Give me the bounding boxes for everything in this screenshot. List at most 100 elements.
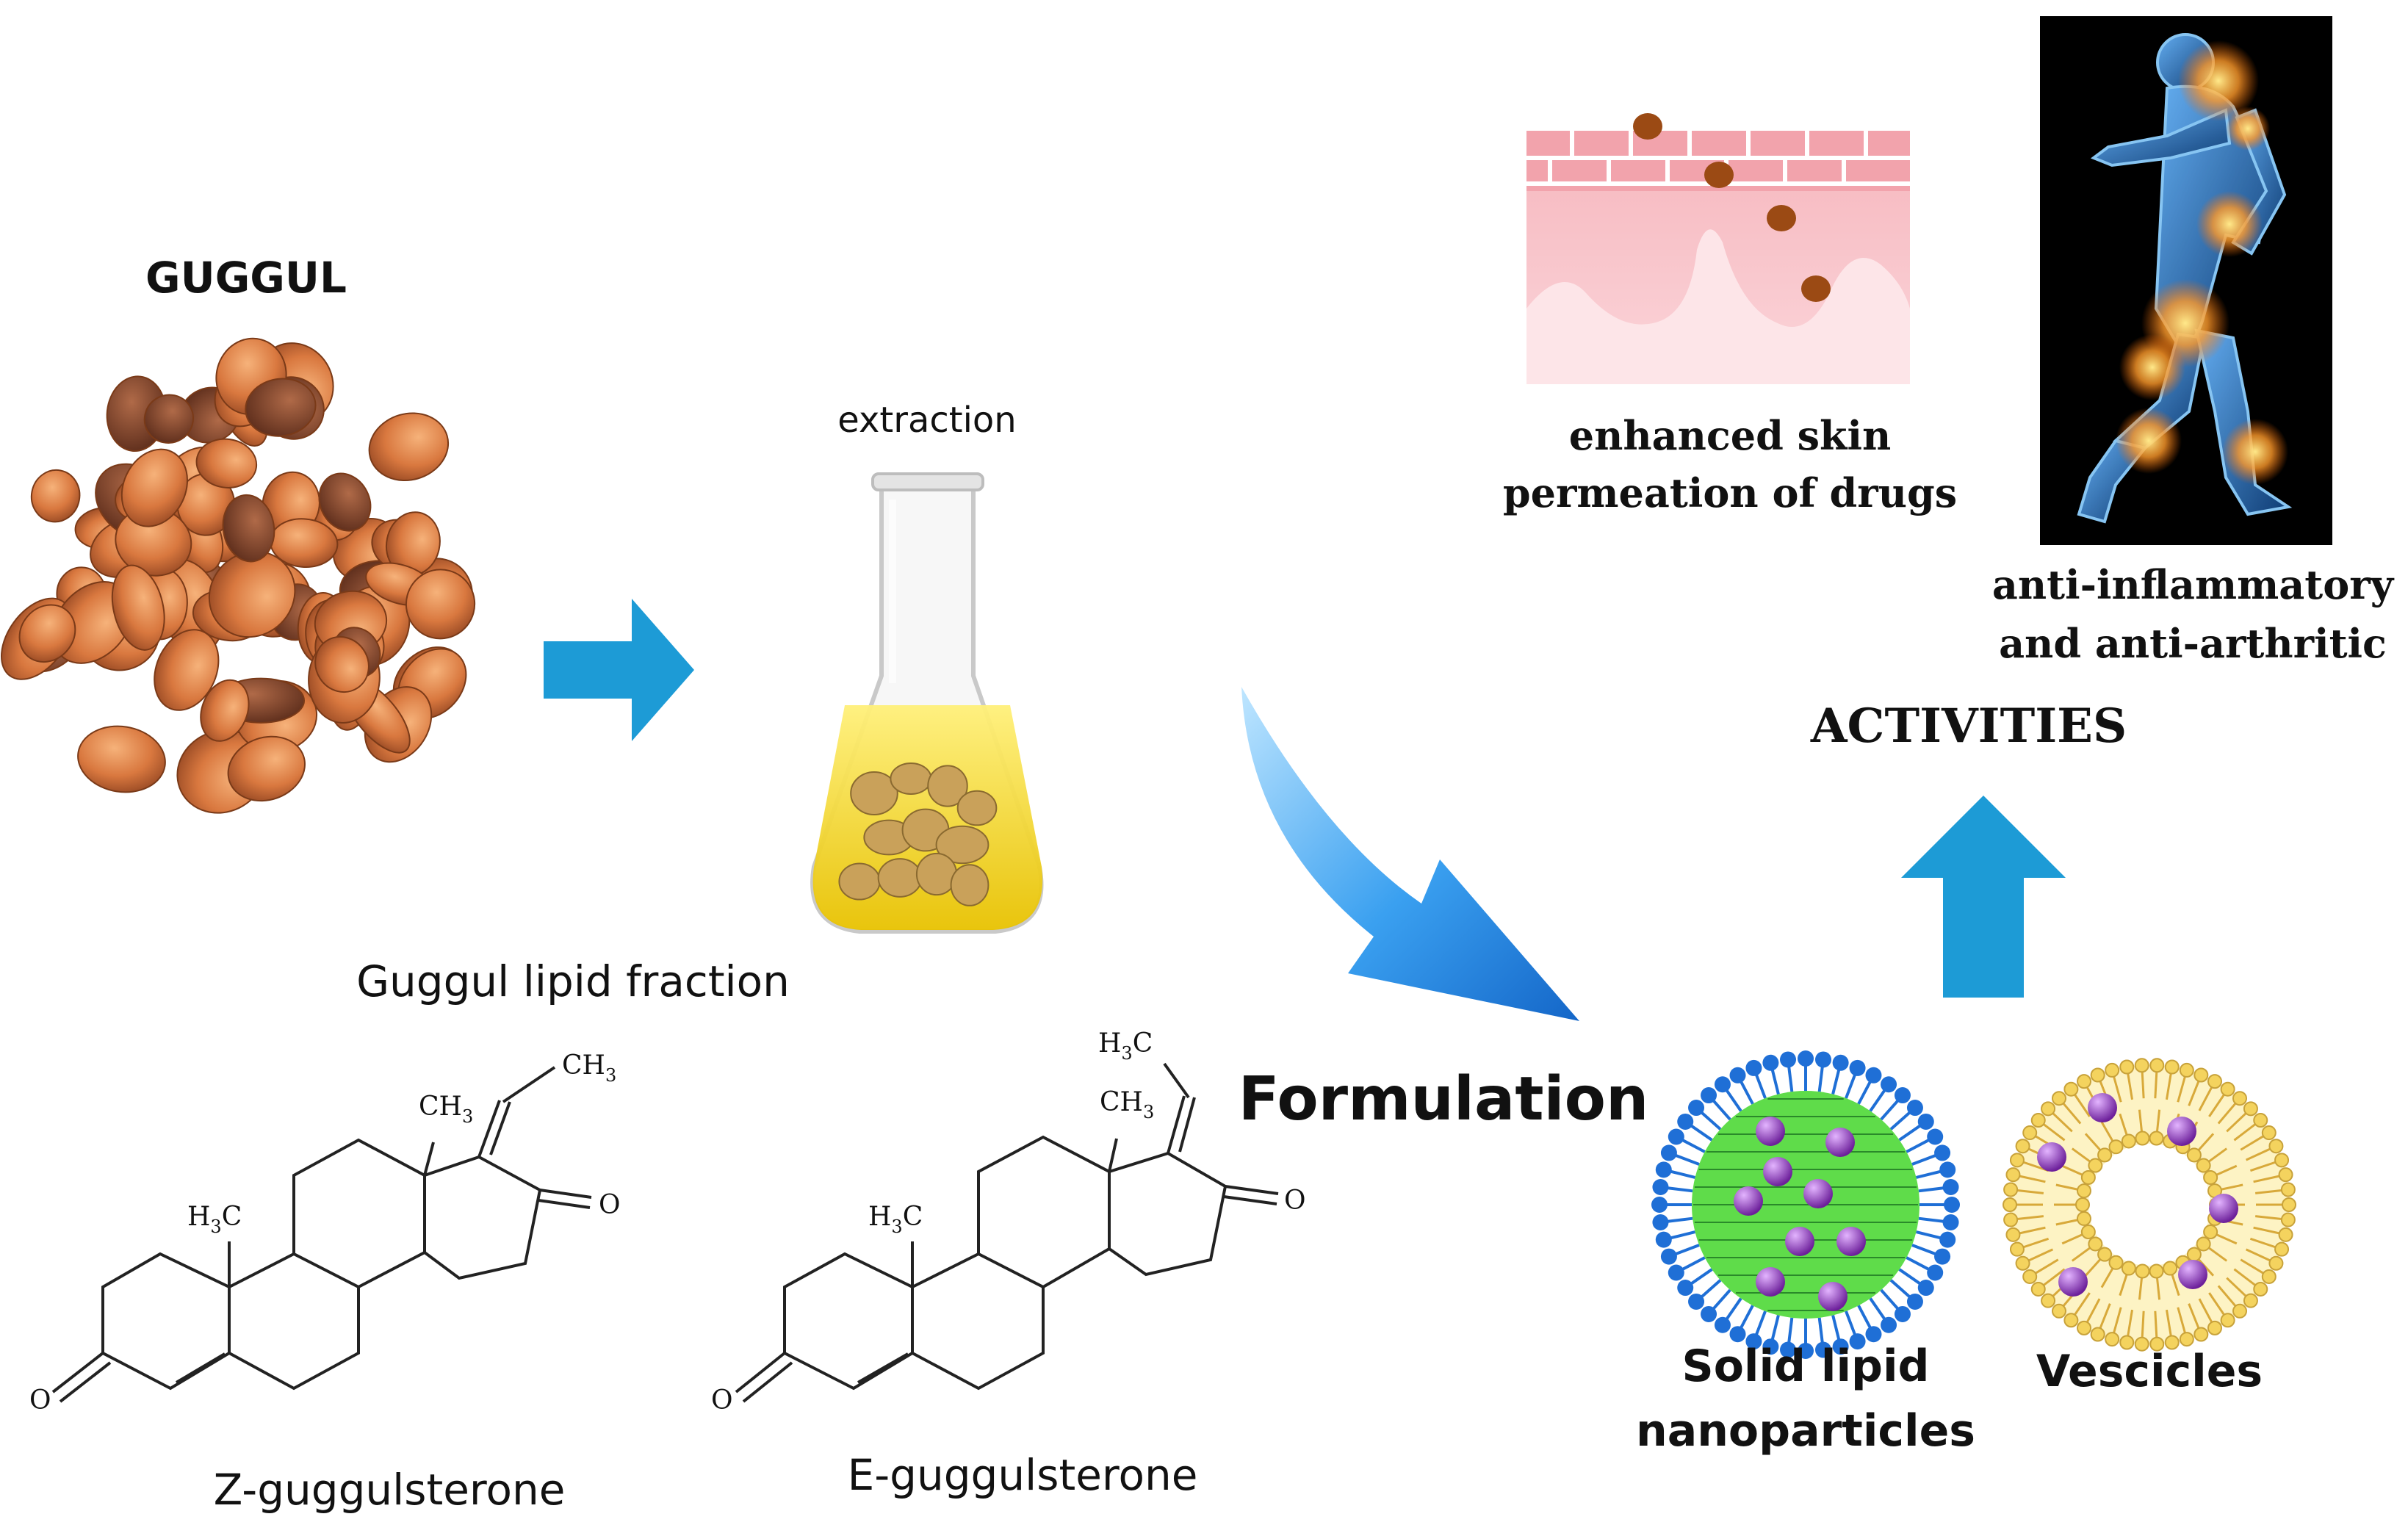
vesicle-head xyxy=(2076,1183,2091,1199)
flask-resin-piece xyxy=(877,858,923,898)
lipid-head xyxy=(1798,1050,1814,1067)
vesicle-tail xyxy=(2141,1071,2145,1099)
resin-piece xyxy=(405,569,476,640)
vesicle-head xyxy=(2261,1125,2277,1141)
lipid-tail xyxy=(1857,1305,1872,1330)
lipid-tail xyxy=(1869,1297,1886,1321)
drug-molecule xyxy=(2209,1194,2238,1223)
flask-icon xyxy=(810,472,1044,934)
svg-text:CH3: CH3 xyxy=(562,1050,616,1086)
vesicle-head xyxy=(2196,1158,2211,1173)
svg-text:O: O xyxy=(29,1385,51,1416)
vesicle-head xyxy=(2030,1113,2046,1128)
vesicle-tail xyxy=(2165,1309,2172,1337)
lipid-head xyxy=(1688,1293,1705,1310)
vesicle-head xyxy=(2051,1303,2066,1319)
lipid-head xyxy=(1939,1161,1956,1178)
vesicle-head xyxy=(2163,1261,2178,1276)
lipid-tail xyxy=(1898,1124,1922,1142)
vesicle-head xyxy=(2282,1197,2296,1212)
vesicle-head xyxy=(2179,1062,2194,1078)
lipid-head xyxy=(1934,1248,1951,1265)
lipid-tail xyxy=(1681,1138,1706,1153)
activities-label: ACTIVITIES xyxy=(1810,699,2127,754)
vesicles-label: Vescicles xyxy=(2036,1346,2263,1397)
lipid-head xyxy=(1939,1231,1956,1248)
lipid-head xyxy=(1677,1280,1694,1297)
vesicle-tail xyxy=(2198,1086,2213,1111)
inflam-label-line2: and anti-arthritic xyxy=(1999,620,2387,667)
lipid-head xyxy=(1927,1264,1944,1281)
lipid-head xyxy=(1942,1179,1959,1196)
lipid-tail xyxy=(1880,1288,1900,1310)
vesicle-head xyxy=(2105,1062,2120,1078)
vesicle-head xyxy=(2005,1167,2021,1183)
lipid-head xyxy=(1660,1144,1677,1161)
skin-icon xyxy=(1526,113,1910,384)
drug-molecule xyxy=(1825,1128,1855,1157)
flask-resin-piece xyxy=(850,771,898,816)
vesicle-tail xyxy=(2240,1134,2265,1151)
vesicle-head xyxy=(2080,1225,2096,1240)
resin-piece xyxy=(368,412,450,482)
lipid-head xyxy=(1677,1113,1694,1130)
lipid-head xyxy=(1780,1341,1797,1358)
sln-label-line1: Solid lipid xyxy=(1681,1341,1929,1392)
vesicle-head xyxy=(2261,1269,2277,1284)
resin-piece xyxy=(77,725,166,793)
vesicle-head xyxy=(2203,1169,2218,1185)
vesicle-tail xyxy=(2245,1248,2271,1262)
vesicle-head xyxy=(2149,1131,2164,1146)
vesicle-tail xyxy=(2249,1237,2277,1249)
vesicle-tail xyxy=(2034,1258,2059,1275)
vesicle-tail xyxy=(2018,1175,2046,1183)
svg-text:O: O xyxy=(599,1190,621,1220)
e-guggulsterone-label: E-guggulsterone xyxy=(848,1450,1198,1500)
vesicle-head xyxy=(2193,1067,2209,1083)
lipid-head xyxy=(1865,1067,1882,1084)
inflam-label-line1: anti-inflammatory xyxy=(1992,561,2395,608)
vesicle-head xyxy=(2088,1158,2103,1173)
lipid-tail xyxy=(1787,1066,1794,1092)
z-guggulsterone-structure xyxy=(51,1066,592,1403)
drug-molecule xyxy=(1785,1227,1814,1256)
lipid-head xyxy=(1652,1179,1669,1196)
vesicle-head xyxy=(2193,1327,2209,1342)
vesicle-tail xyxy=(2253,1226,2281,1235)
vesicle-tail xyxy=(2042,1122,2066,1142)
vesicle-head xyxy=(2134,1336,2149,1352)
vesicle-head xyxy=(2022,1269,2038,1284)
resin-piece xyxy=(120,448,188,527)
vesicle-head xyxy=(2003,1182,2019,1197)
lipid-head xyxy=(1798,1343,1814,1359)
vesicle-tail xyxy=(2208,1093,2226,1117)
lipid-head xyxy=(1934,1144,1951,1161)
vesicle-head xyxy=(2003,1212,2019,1227)
lipid-tail xyxy=(1918,1186,1944,1193)
vesicle-head xyxy=(2149,1336,2165,1352)
lipid-head xyxy=(1655,1161,1672,1178)
lipid-head xyxy=(1917,1113,1934,1130)
lipid-head xyxy=(1927,1128,1944,1145)
formulation-label: Formulation xyxy=(1239,1064,1649,1134)
vesicle-tail xyxy=(2254,1189,2283,1194)
resin-piece xyxy=(208,550,296,638)
vesicle-head xyxy=(2009,1153,2025,1168)
svg-text:O: O xyxy=(711,1385,733,1416)
vesicle-tail xyxy=(2042,1268,2066,1287)
svg-text:H3C: H3C xyxy=(187,1202,242,1237)
lipid-tail xyxy=(1690,1124,1713,1142)
vesicle-tail xyxy=(2233,1268,2257,1287)
resin-piece xyxy=(318,472,372,532)
vesicle-tail xyxy=(2027,1248,2054,1262)
vesicle-head xyxy=(2022,1125,2038,1141)
vesicle-tail xyxy=(2177,1307,2187,1334)
curved-arrow-icon xyxy=(1241,687,1579,1021)
resin-piece xyxy=(18,604,76,663)
lipid-head xyxy=(1849,1059,1866,1076)
lipid-head xyxy=(1780,1051,1797,1068)
vesicle-head xyxy=(2121,1261,2136,1276)
vesicle-head xyxy=(2108,1139,2124,1155)
lipid-head xyxy=(1745,1333,1762,1350)
vesicle-head xyxy=(2088,1236,2103,1252)
